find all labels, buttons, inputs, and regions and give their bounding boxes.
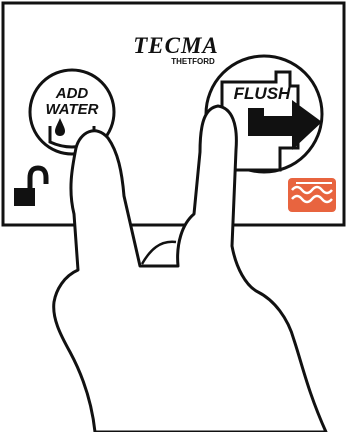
add-water-label-line2: WATER	[45, 101, 98, 118]
brand-subname: THETFORD	[171, 57, 215, 66]
add-water-label-line1: ADD	[55, 85, 89, 102]
water-waves-icon	[288, 178, 336, 212]
brand-name: TECMA	[133, 33, 219, 58]
hand-knuckle-line	[142, 242, 176, 264]
flush-label: FLUSH	[234, 84, 291, 103]
